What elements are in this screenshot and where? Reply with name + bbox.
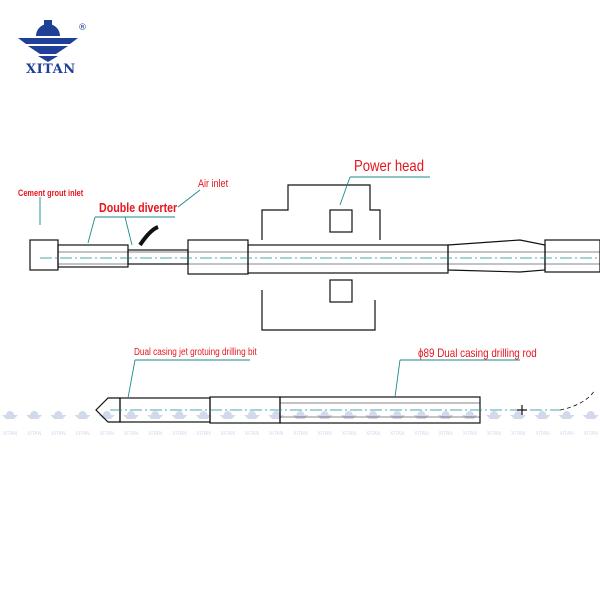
svg-text:XITAN: XITAN: [100, 431, 115, 437]
svg-text:XITAN: XITAN: [245, 431, 260, 437]
svg-text:XITAN: XITAN: [390, 431, 405, 437]
label-cement-grout-inlet: Cement grout inlet: [18, 188, 84, 198]
svg-text:XITAN: XITAN: [463, 431, 478, 437]
watermark-logo: XITAN: [389, 411, 406, 437]
svg-text:XITAN: XITAN: [511, 431, 526, 437]
leader-lines: [39, 176, 520, 399]
svg-text:XITAN: XITAN: [221, 431, 236, 437]
power-head-drawing: [29, 184, 600, 331]
xitan-logo: ®: [18, 20, 87, 62]
svg-text:XITAN: XITAN: [584, 431, 599, 437]
svg-text:XITAN: XITAN: [317, 431, 332, 437]
label-air-inlet: Air inlet: [198, 178, 229, 190]
watermark-logo: XITAN: [219, 411, 236, 437]
watermark-logo: XITAN: [582, 411, 599, 437]
svg-text:XITAN: XITAN: [124, 431, 139, 437]
svg-text:XITAN: XITAN: [51, 431, 66, 437]
svg-text:XITAN: XITAN: [366, 431, 381, 437]
svg-text:XITAN: XITAN: [438, 431, 453, 437]
watermark-logo: XITAN: [510, 411, 527, 437]
watermark-logo: XITAN: [486, 411, 502, 437]
watermark-logo: XITAN: [147, 411, 164, 437]
svg-text:XITAN: XITAN: [414, 431, 429, 437]
watermark-logo: XITAN: [413, 411, 430, 437]
watermark-logo: XITAN: [50, 411, 67, 437]
watermark-logo: XITAN: [268, 411, 285, 437]
watermark-logo: XITAN: [171, 411, 188, 437]
watermark-logo: XITAN: [340, 411, 357, 437]
watermark-logo: XITAN: [2, 411, 18, 437]
watermark-logo: XITAN: [195, 411, 212, 437]
svg-text:XITAN: XITAN: [293, 431, 308, 437]
svg-text:XITAN: XITAN: [148, 431, 163, 437]
svg-text:XITAN: XITAN: [27, 431, 42, 437]
svg-text:XITAN: XITAN: [487, 431, 502, 437]
svg-text:XITAN: XITAN: [3, 431, 18, 437]
svg-text:XITAN: XITAN: [535, 431, 550, 437]
watermark-row: XITAN XITAN XITAN XITAN XITAN XITAN XITAN XITAN…: [2, 411, 599, 437]
label-drilling-bit: Dual casing jet grotuing drilling bit: [134, 347, 257, 358]
label-power-head: Power head: [354, 158, 425, 175]
drilling-rod-drawing: [95, 389, 596, 424]
svg-text:XITAN: XITAN: [342, 431, 357, 437]
watermark-logo: XITAN: [74, 411, 91, 437]
svg-text:XITAN: XITAN: [75, 431, 90, 437]
svg-text:XITAN: XITAN: [269, 431, 284, 437]
watermark-logo: XITAN: [558, 411, 575, 437]
svg-text:®: ®: [78, 23, 87, 33]
label-double-diverter: Double diverter: [99, 200, 178, 215]
watermark-logo: XITAN: [437, 411, 454, 437]
watermark-logo: XITAN: [26, 411, 43, 437]
watermark-logo: XITAN: [365, 411, 381, 437]
svg-text:XITAN: XITAN: [559, 431, 574, 437]
label-drilling-rod: ϕ89 Dual casing drilling rod: [418, 346, 537, 360]
watermark-logo: XITAN: [123, 411, 139, 437]
watermark-logo: XITAN: [292, 411, 309, 437]
watermark-logo: XITAN: [316, 411, 333, 437]
svg-text:XITAN: XITAN: [172, 431, 187, 437]
svg-text:XITAN: XITAN: [196, 431, 211, 437]
watermark-logo: XITAN: [534, 411, 551, 437]
brand-name: XITAN: [26, 62, 76, 77]
watermark-logo: XITAN: [244, 411, 260, 437]
watermark-logo: XITAN: [461, 411, 478, 437]
